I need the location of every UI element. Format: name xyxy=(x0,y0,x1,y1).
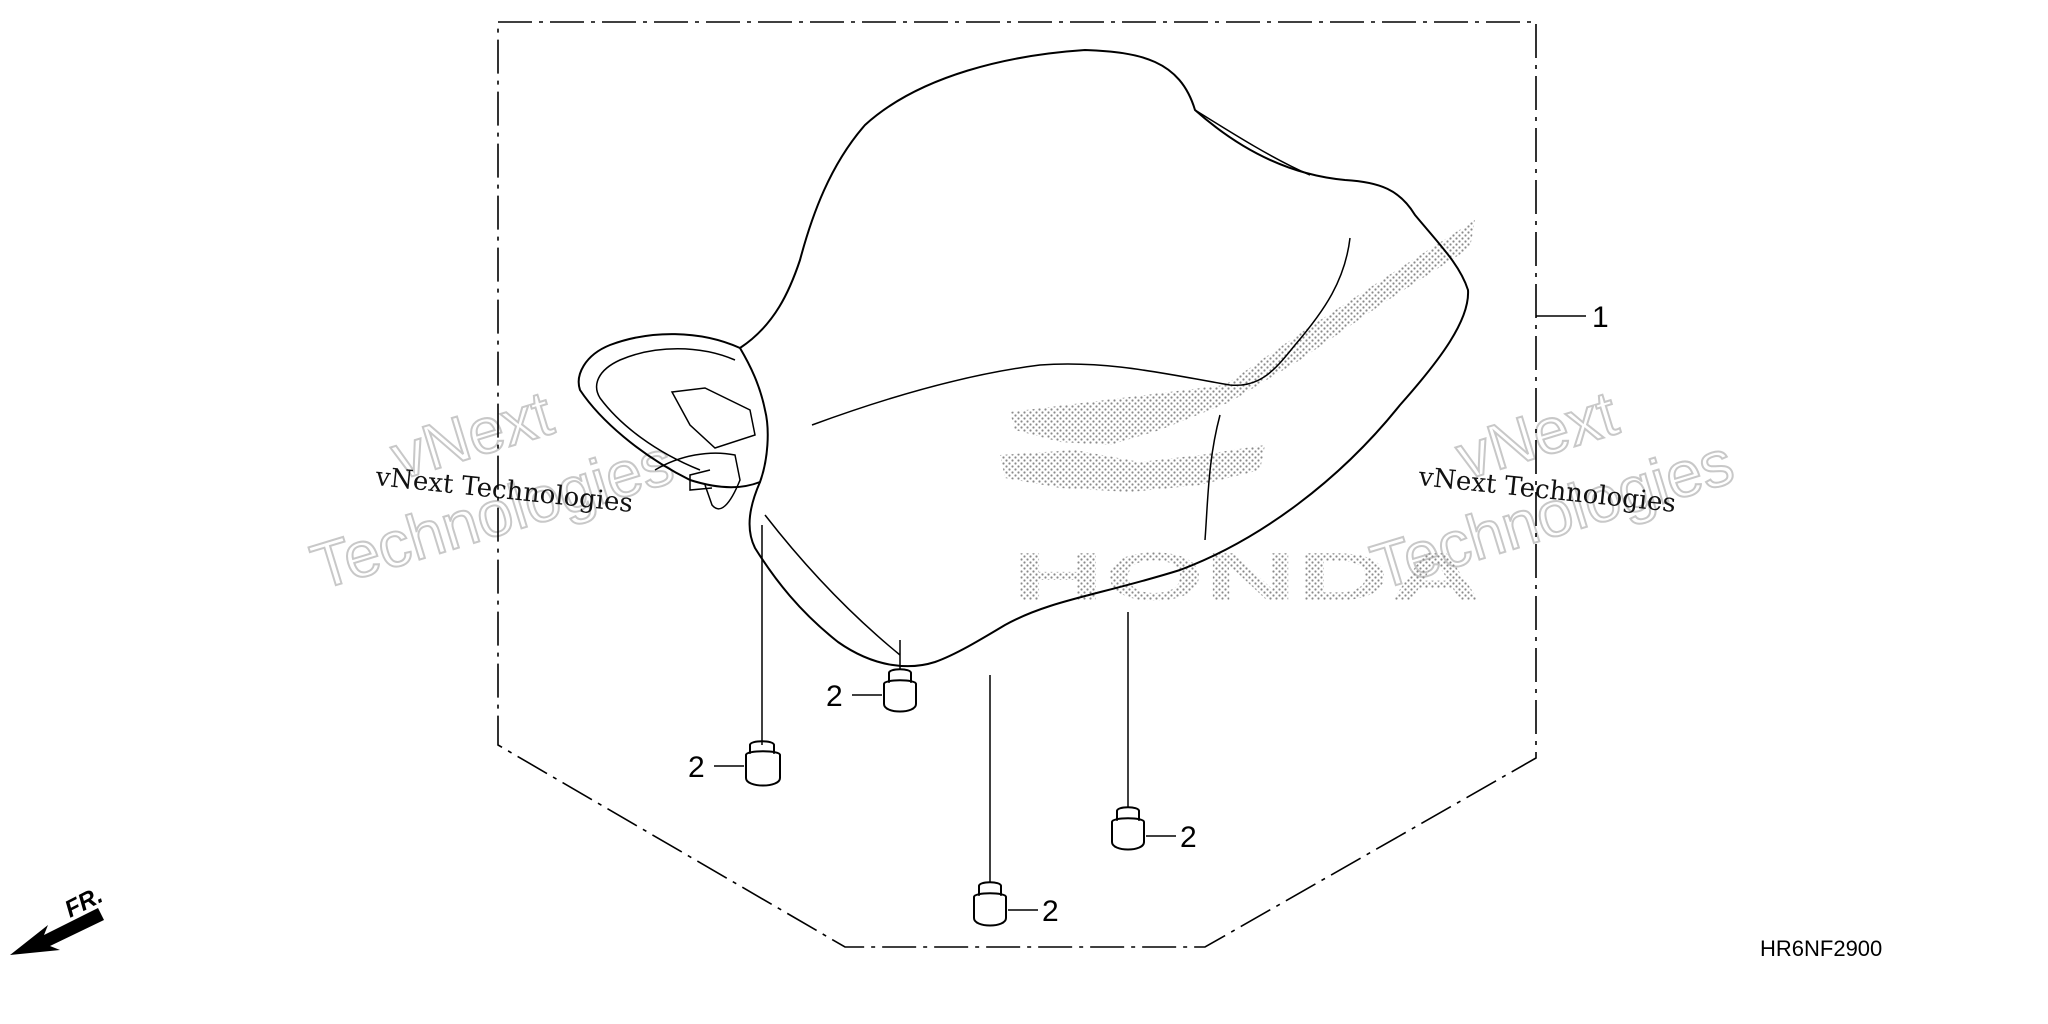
rubber-cushion-d: 2 xyxy=(973,675,1059,928)
seat-surface-ridge xyxy=(811,237,1351,426)
honda-wing-mark xyxy=(1000,220,1475,492)
cushion-a-body xyxy=(745,750,781,787)
seat-callout-number: 1 xyxy=(1592,301,1609,334)
seat-bottom-rim xyxy=(764,514,901,656)
honda-wordmark: HONDA xyxy=(1012,539,1482,615)
figure-code: HR6NF2900 xyxy=(1760,936,1882,961)
seat-rear-crease xyxy=(1204,414,1221,541)
watermark-left: vNext Technologies vNext Technologies xyxy=(302,376,682,605)
seat-callout: 1 xyxy=(1536,301,1609,334)
front-arrow-icon xyxy=(10,908,104,955)
seat-latch-hook xyxy=(654,452,741,510)
cushion-d-top xyxy=(978,881,1002,896)
rubber-cushion-c: 2 xyxy=(1111,612,1197,854)
cushion-c-callout: 2 xyxy=(1180,821,1197,854)
rubber-cushion-b: 2 xyxy=(826,640,917,713)
seat-outline xyxy=(739,49,1470,668)
assembly-boundary xyxy=(497,21,1537,948)
honda-logo: HONDA xyxy=(1000,220,1482,615)
seat-latch-tab xyxy=(689,469,713,491)
seat xyxy=(577,49,1470,668)
rubber-cushion-a: 2 xyxy=(688,525,781,787)
cushion-b-top xyxy=(888,668,912,683)
cushion-b-callout: 2 xyxy=(826,680,843,713)
seat-latch-recess xyxy=(670,387,756,449)
cushion-a-top xyxy=(749,740,775,754)
seat-crest-line xyxy=(1194,109,1311,176)
cushion-a-callout: 2 xyxy=(688,751,705,784)
front-direction-marker: FR. xyxy=(10,882,107,955)
cushion-c-top xyxy=(1116,806,1140,821)
cushion-b-body xyxy=(883,679,917,713)
cushion-d-body xyxy=(973,892,1007,927)
seat-front-cowl-inner xyxy=(595,348,736,471)
cushion-d-callout: 2 xyxy=(1042,895,1059,928)
cushion-c-body xyxy=(1111,817,1145,851)
seat-front-cowl xyxy=(577,333,761,489)
